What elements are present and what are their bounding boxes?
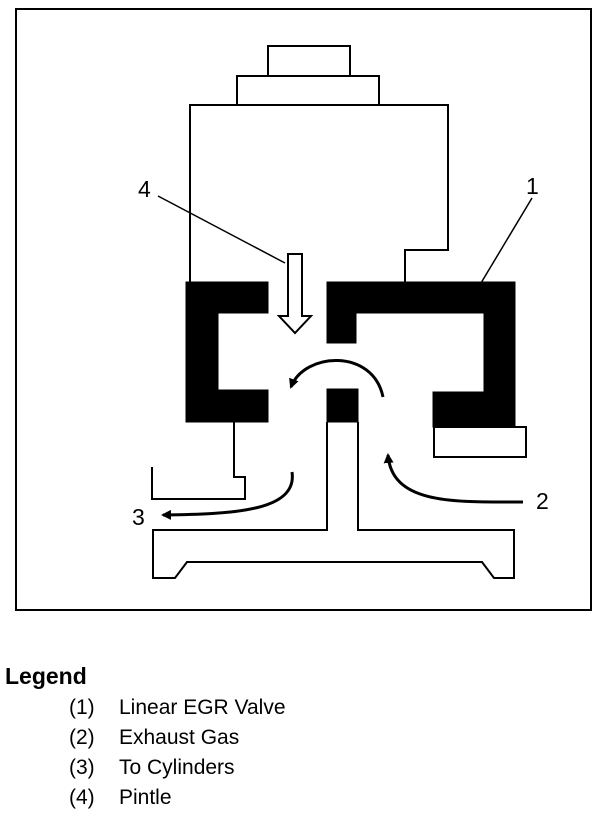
actuator-body [189, 104, 449, 282]
egr-valve-diagram: 1 2 3 4 [15, 8, 592, 611]
housing-right-wall [326, 281, 516, 428]
actuator-cap-base [236, 75, 380, 108]
valve-actuator [189, 45, 449, 282]
legend-item-number: (2) [69, 726, 95, 749]
right-inlet-flange [433, 426, 527, 458]
callout-1-label: 1 [526, 173, 539, 199]
legend: Legend (1) Linear EGR Valve (2) Exhaust Ga… [5, 663, 286, 813]
left-outlet-port [151, 422, 246, 500]
legend-item-number: (4) [69, 786, 95, 809]
legend-title: Legend [5, 663, 87, 689]
base-plate [152, 422, 515, 579]
callout-2-label: 2 [536, 488, 549, 514]
pintle-seat [326, 388, 359, 423]
valve-base-housing [185, 281, 516, 428]
legend-item: (3) To Cylinders [69, 753, 286, 783]
gas-flow [161, 359, 524, 520]
legend-item-number: (1) [69, 696, 95, 719]
legend-item: (4) Pintle [69, 783, 286, 813]
legend-item-number: (3) [69, 756, 95, 779]
outlet-flow-arrow [161, 471, 294, 520]
callout-3-label: 3 [132, 504, 145, 530]
callout-1-leader [480, 197, 533, 284]
lower-manifold [151, 422, 527, 579]
legend-item-label: Linear EGR Valve [119, 696, 286, 719]
exhaust-inlet-flow-arrow [383, 453, 524, 504]
callout-leaders [157, 195, 533, 284]
legend-item-label: Exhaust Gas [119, 726, 240, 749]
legend-item: (2) Exhaust Gas [69, 723, 286, 753]
actuator-top-cap [267, 45, 351, 79]
legend-list: (1) Linear EGR Valve (2) Exhaust Gas (3) To… [69, 693, 286, 813]
legend-item-label: Pintle [119, 786, 172, 809]
pintle-arrow [276, 253, 314, 335]
callout-4-label: 4 [138, 176, 151, 202]
housing-left-wall [185, 281, 269, 423]
diagram-frame [15, 8, 592, 611]
legend-item: (1) Linear EGR Valve [69, 693, 286, 723]
flow-over-pintle-arrow [289, 359, 385, 398]
callout-4-leader [157, 195, 286, 264]
legend-item-label: To Cylinders [119, 756, 235, 779]
